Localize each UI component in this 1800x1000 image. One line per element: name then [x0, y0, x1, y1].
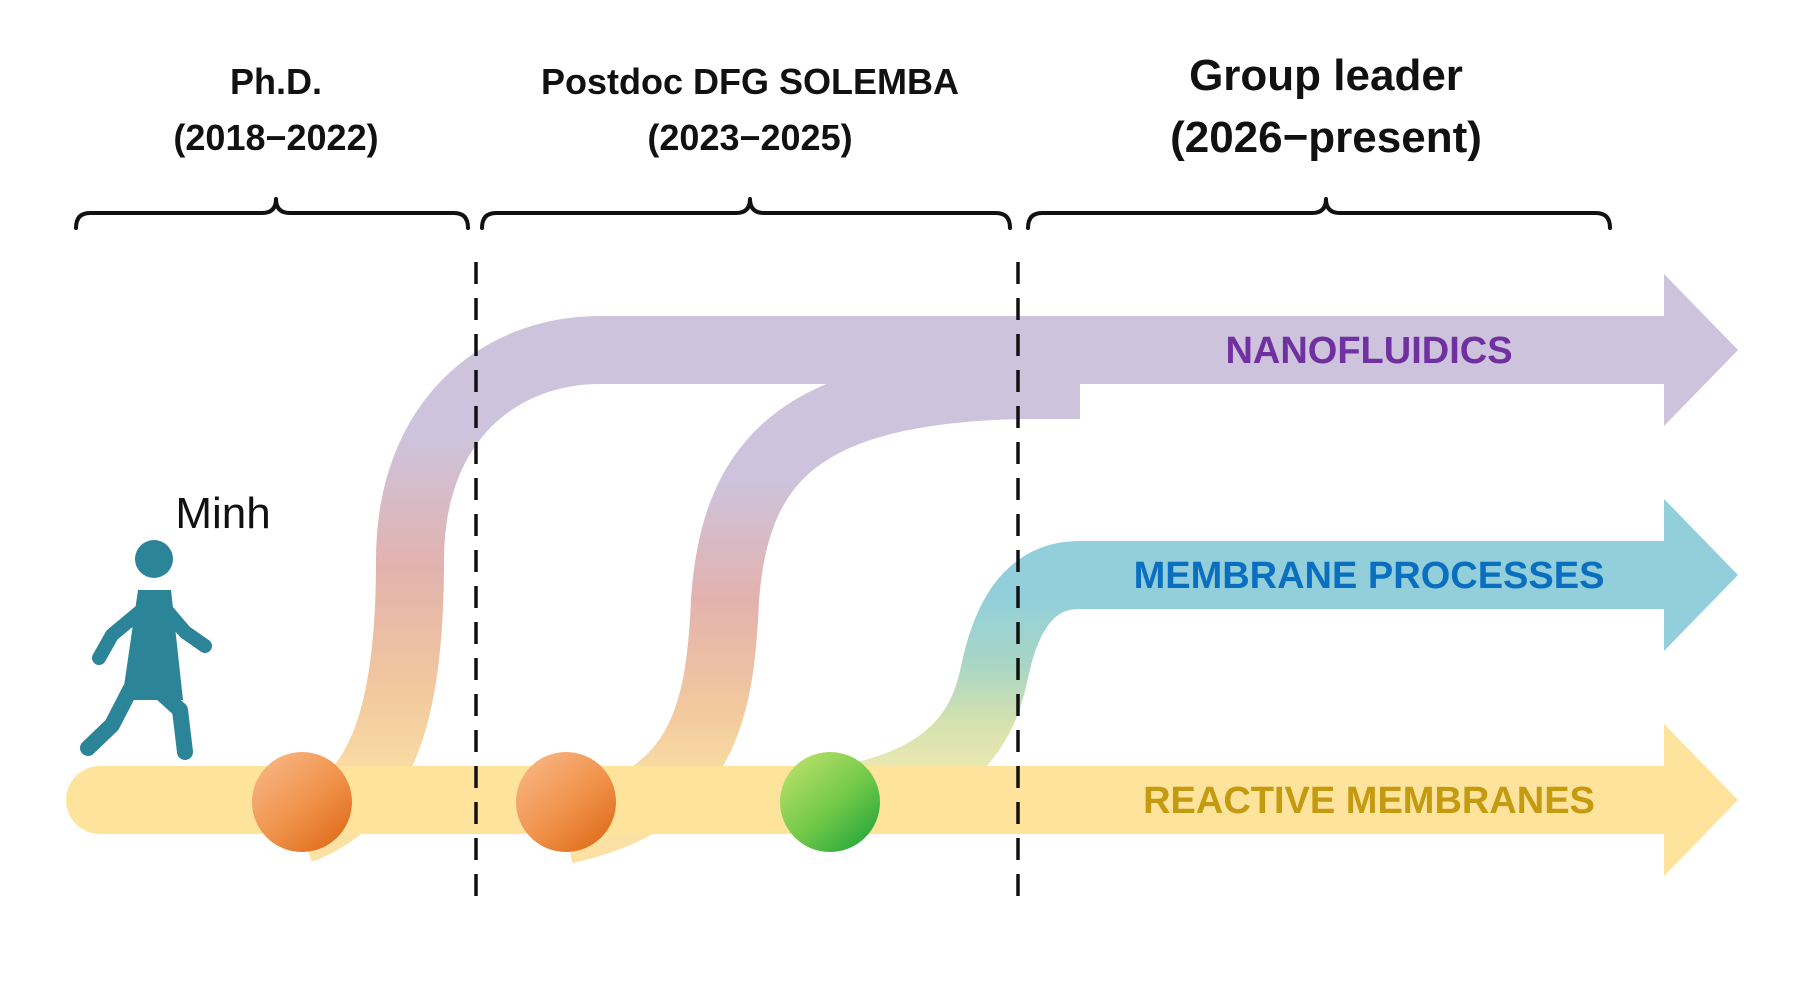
- nanofluidics-arrow: [1020, 274, 1738, 426]
- group-leader-years: (2026−present): [1170, 113, 1482, 162]
- track-label-nanofluidics: NANOFLUIDICS: [1225, 330, 1512, 372]
- phase-brace-2: [480, 197, 1012, 230]
- phase-brace-3: [1026, 197, 1612, 230]
- person-group: Minh: [80, 489, 271, 760]
- phase-dividers: [474, 262, 1020, 910]
- walking-person-icon: [80, 540, 212, 760]
- postdoc-years: (2023−2025): [647, 117, 852, 158]
- phd-years: (2018−2022): [173, 117, 378, 158]
- track-bands: [66, 274, 1738, 876]
- track-label-membrane-processes: MEMBRANE PROCESSES: [1134, 555, 1605, 597]
- node-phd-orange: [252, 752, 352, 852]
- phd-title: Ph.D.: [230, 61, 322, 102]
- reactive-membranes-arrow: [66, 724, 1738, 876]
- group-leader-title: Group leader: [1189, 51, 1463, 100]
- membrane-processes-arrow: [1080, 499, 1738, 651]
- node-postdoc-orange: [516, 752, 616, 852]
- phase-braces: [74, 197, 1612, 230]
- start-nodes: [252, 752, 880, 852]
- labels: Ph.D. (2018−2022) Postdoc DFG SOLEMBA (2023…: [173, 51, 1604, 822]
- phase-brace-1: [74, 197, 470, 230]
- track-label-reactive-membranes: REACTIVE MEMBRANES: [1143, 780, 1595, 822]
- node-postdoc-green: [780, 752, 880, 852]
- person-name: Minh: [175, 489, 270, 538]
- postdoc-title: Postdoc DFG SOLEMBA: [541, 61, 959, 102]
